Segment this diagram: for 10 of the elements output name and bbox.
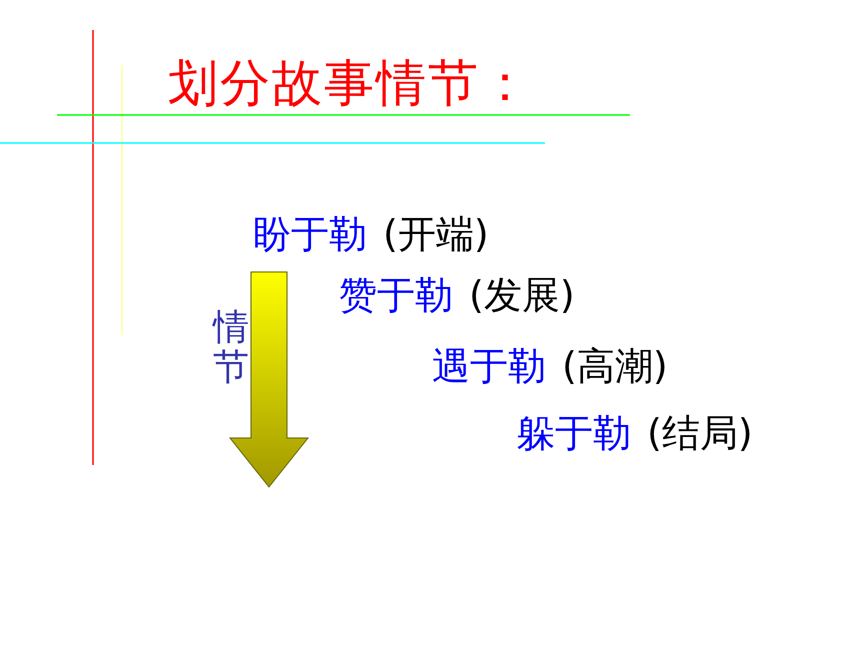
stage-label: (开端) <box>383 215 489 253</box>
stage-name: 赞于勒 <box>339 276 453 314</box>
stage-name: 盼于勒 <box>253 215 367 253</box>
stage-name: 遇于勒 <box>432 347 546 385</box>
stage-label: (结局) <box>647 414 753 452</box>
stage-name: 躲于勒 <box>517 414 631 452</box>
stage-label: (发展) <box>469 276 575 314</box>
stage-label: (高潮) <box>562 347 668 385</box>
title: 划分故事情节： <box>168 58 532 108</box>
vertical-label: 情节 <box>213 308 250 388</box>
